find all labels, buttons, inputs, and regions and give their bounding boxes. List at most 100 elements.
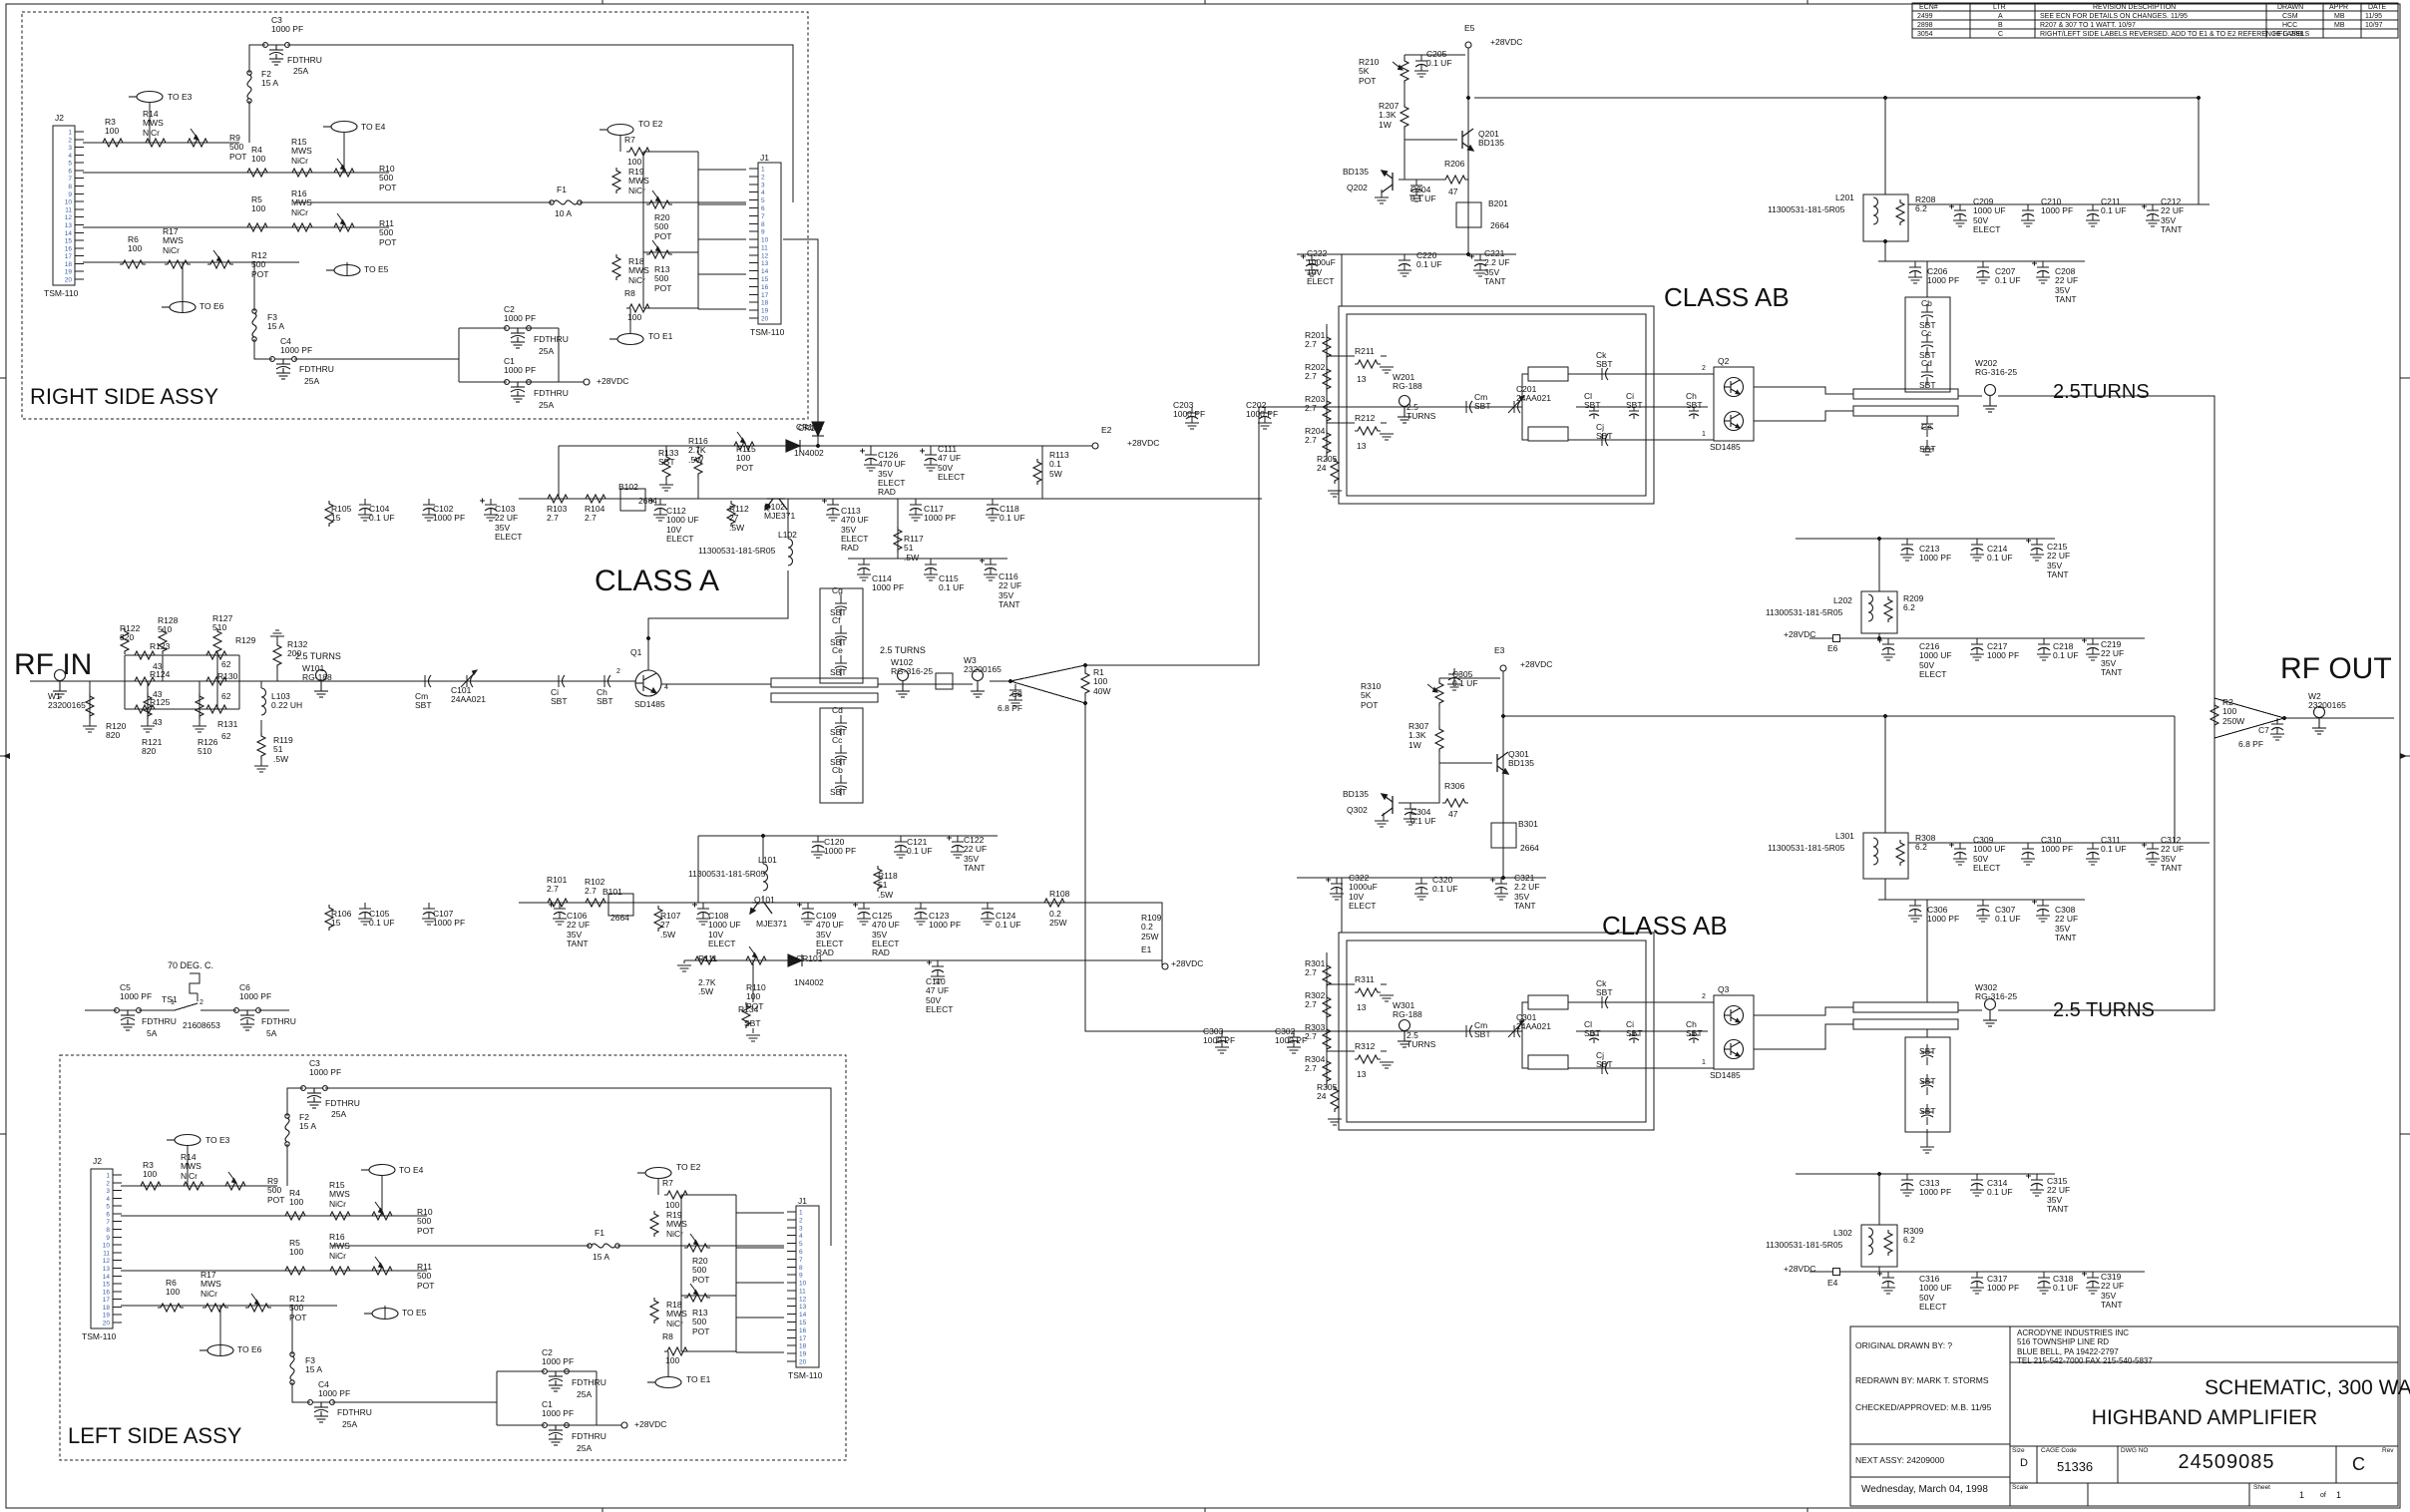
connector-pin-number: 19 [65,269,73,276]
scale-label: Scale [2012,1484,2029,1491]
right-side-assy-label: RIGHT SIDE ASSY [30,384,219,409]
component-label: R15 MWS NiCr [329,1180,350,1209]
component-label: C307 0.1 UF [1995,905,2021,925]
component-label: 2.5 TURNS [2053,999,2155,1021]
component-label: R125 [150,697,171,707]
component-label: R123 [150,641,171,651]
q2-transistor [1713,366,1755,442]
component-label: L101 [758,855,777,865]
connector-pin-number: 17 [103,1297,111,1304]
rf-out-label: RF OUT [2280,652,2392,685]
component-label: 13 [1357,1002,1367,1012]
component-label: C113 470 UF 35V ELECT RAD [841,506,869,554]
component-label: C306 1000 PF [1927,905,1960,925]
component-label: 15 A [593,1252,610,1262]
connector-pin-number: 20 [103,1321,111,1327]
component-label: C201 24AA021 [1516,384,1551,404]
component-label: C207 0.1 UF [1995,266,2021,286]
component-label: C106 22 UF 35V TANT [567,911,591,949]
component-label: C118 0.1 UF [1000,504,1025,524]
component-label: TO E4 [399,1165,424,1175]
component-label: 100 [665,1200,680,1210]
rev-row-cell: 2499 [1917,12,1933,20]
component-label: C311 0.1 UF [2101,835,2127,855]
component-label: C202 1000 PF [1246,400,1279,420]
component-label: Cl SBT [1584,1019,1601,1039]
component-label: 2.7K .5W [698,977,716,997]
component-label: L102 [778,530,797,540]
component-label: Cc [832,735,843,745]
component-label: R303 2.7 [1305,1022,1326,1042]
component-label: R210 5K POT [1359,57,1380,86]
component-label: 11300531-181-5R05 [1766,607,1843,617]
component-label: C314 0.1 UF [1987,1178,2013,1198]
component-label: C104 0.1 UF [369,504,395,524]
connector-pin-number: 11 [799,1288,806,1295]
component-label: C220 0.1 UF [1416,250,1442,270]
component-label: MJE371 [756,919,788,929]
component-label: C317 1000 PF [1987,1274,2020,1294]
connector-pin-number: 9 [106,1235,110,1242]
component-label: SBT [1919,444,1936,454]
connector-pin-number: 8 [761,221,765,228]
component-label: C5 1000 PF [120,982,153,1002]
component-label: R202 2.7 [1305,362,1326,382]
component-label: 2.5 TURNS [295,651,341,661]
component-label: 43 [153,661,163,671]
component-label: Ck SBT [1596,978,1613,998]
component-label: R112 27 .5W [729,504,749,533]
connector-pin-number: 14 [103,1274,111,1281]
component-label: C105 0.1 UF [369,909,395,929]
component-label: FDTHRU [572,1377,606,1387]
component-label: W101 RG-188 [302,663,332,683]
connector-pin-number: 18 [761,300,769,307]
next-assy: NEXT ASSY: 24209000 [1855,1455,1945,1465]
component-label: R119 51 .5W [273,735,293,764]
rev-row-cell: A [1998,12,2003,20]
component-label: R118 51 .5W [878,871,898,900]
component-label: C107 1000 PF [433,909,466,929]
connector-pin-number: 1 [106,1173,110,1180]
component-label: R8 [662,1331,673,1341]
component-label: TO E2 [638,119,663,129]
component-label: R307 1.3K 1W [1408,721,1429,750]
component-label: R129 [235,635,256,645]
component-label: Q201 BD135 [1478,129,1504,149]
sheet-label: Sheet [2253,1484,2270,1491]
component-label: R102 2.7 [585,877,605,897]
component-label: R115 100 POT [736,444,756,473]
component-label: 43 [153,717,163,727]
component-label: E5 [1464,23,1475,33]
amplifier-wiring [1259,48,2394,1273]
component-label: +28VDC [1490,37,1523,47]
component-label: 2664 [1490,220,1509,230]
component-label: C4 1000 PF [280,336,313,356]
component-label: TSM-110 [82,1331,117,1341]
component-label: J2 [93,1156,102,1166]
connector-pin-number: 20 [799,1359,807,1366]
component-label: +28VDC [1127,438,1160,448]
component-label: C310 1000 PF [2041,835,2074,855]
component-label: C120 1000 PF [824,837,857,857]
component-label: R124 [150,669,171,679]
connector-pin-number: 18 [103,1305,111,1312]
component-label: C124 0.1 UF [996,911,1021,931]
component-label: C303 1000 PF [1203,1026,1236,1046]
component-label: C206 1000 PF [1927,266,1960,286]
component-label: FDTHRU [572,1431,606,1441]
component-label: 11300531-181-5R05 [698,546,776,556]
component-label: SBT [830,607,847,617]
component-label: Ck SBT [1596,350,1613,370]
component-label: W1 23200165 [48,691,86,711]
original-drawn-by: ORIGINAL DRAWN BY: ? [1855,1340,1953,1350]
component-label: R104 2.7 [585,504,605,524]
connector-pin-number: 20 [761,316,769,323]
component-label: Q302 [1347,805,1368,815]
component-label: E4 [1827,1278,1838,1288]
component-label: 11300531-181-5R05 [1766,1240,1843,1250]
component-label: R311 [1355,974,1375,984]
sheet-number: 1 [2299,1490,2305,1500]
component-label: W301 RG-188 [1393,1000,1422,1020]
component-label: F2 15 A [261,69,279,89]
